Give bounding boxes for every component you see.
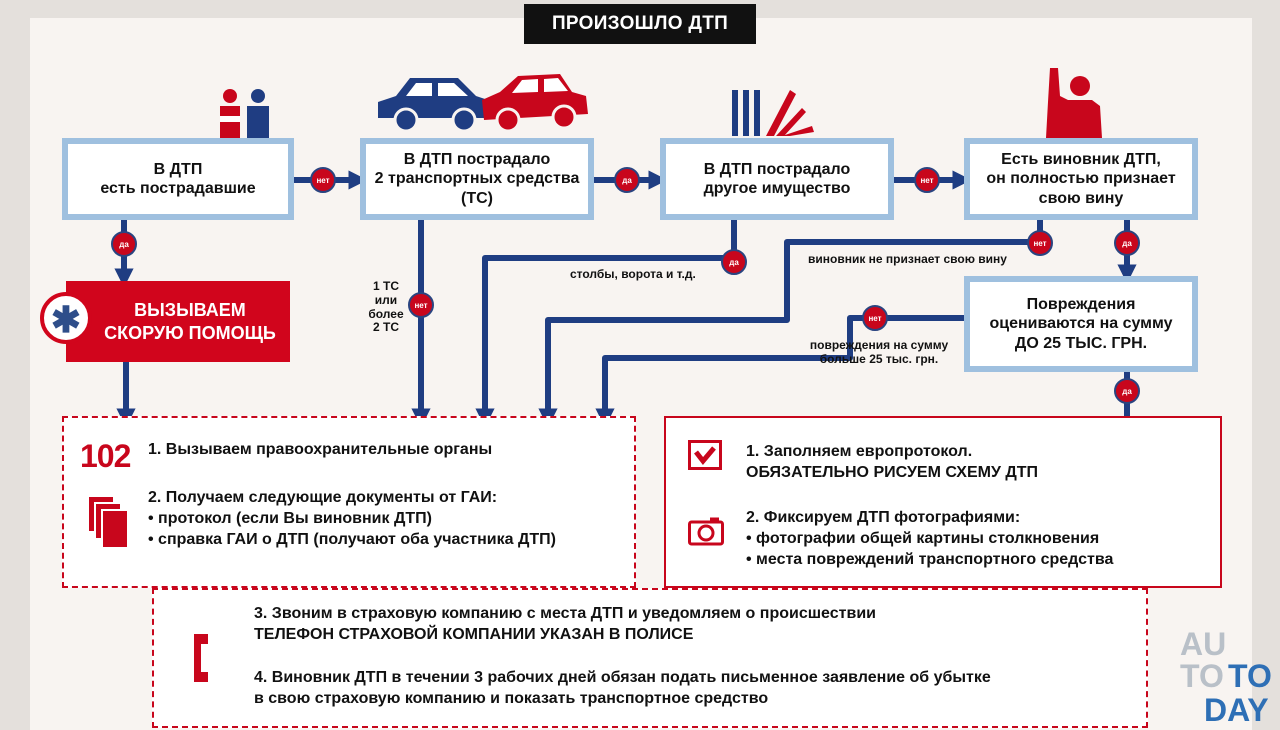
step-fill-europrotocol: 1. Заполняем европротокол. ОБЯЗАТЕЛЬНО Р… (746, 443, 1039, 481)
step-file-claim: 4. Виновник ДТП в течении 3 рабочих дней… (254, 669, 991, 707)
call-ambulance-box: ВЫЗЫВАЕМ СКОРУЮ ПОМОЩЬ (66, 281, 290, 362)
badge-no: нет (862, 305, 888, 331)
badge-no: нет (914, 167, 940, 193)
badge-yes: да (111, 231, 137, 257)
phone-icon (194, 634, 208, 682)
label-poles-gates: столбы, ворота и т.д. (570, 267, 696, 281)
badge-no: нет (310, 167, 336, 193)
watermark-au: AU (1180, 626, 1227, 662)
police-number: 102 (80, 438, 131, 474)
raised-hand-icon (1046, 68, 1102, 138)
insurance-steps-panel (152, 588, 1148, 728)
step-take-photos: 2. Фиксируем ДТП фотографиями: • фотогра… (746, 509, 1114, 568)
arrow-b5-panel (595, 315, 965, 428)
europrotocol-panel (664, 416, 1222, 588)
box-damage-under-25k: Повреждения оцениваются на сумму ДО 25 Т… (964, 276, 1198, 372)
box-injured: В ДТП есть пострадавшие (62, 138, 294, 220)
box-other-property: В ДТП пострадало другое имущество (660, 138, 894, 220)
checkmark-icon (688, 440, 722, 470)
property-damage-icon (732, 90, 814, 136)
box-two-vehicles: В ДТП пострадало 2 транспортных средства… (360, 138, 594, 220)
badge-yes: да (1114, 230, 1140, 256)
step-get-documents: 2. Получаем следующие документы от ГАИ: … (148, 489, 556, 548)
documents-icon (87, 495, 129, 549)
label-over-25k: повреждения на сумму больше 25 тыс. грн. (809, 338, 949, 366)
badge-yes: да (614, 167, 640, 193)
camera-icon (688, 517, 724, 546)
step-call-insurer: 3. Звоним в страховую компанию с места Д… (254, 605, 876, 643)
badge-no: нет (408, 292, 434, 318)
badge-yes: да (721, 249, 747, 275)
ambulance-star-icon: ✱ (40, 292, 92, 344)
watermark-to-2: TO (1228, 658, 1272, 694)
page-title: ПРОИЗОШЛО ДТП (524, 4, 756, 44)
step-call-police: 1. Вызываем правоохранительные органы (148, 441, 493, 458)
cars-icon (378, 74, 588, 133)
police-steps-panel (62, 416, 636, 588)
box-guilty-admits: Есть виновник ДТП, он полностью признает… (964, 138, 1198, 220)
label-vehicle-count: 1 ТС или более 2 ТС (368, 279, 404, 335)
badge-no: нет (1027, 230, 1053, 256)
label-not-admit-guilt: виновник не признает свою вину (808, 252, 1007, 266)
watermark-day: DAY (1204, 692, 1269, 728)
badge-yes: да (1114, 378, 1140, 404)
arrow-b3-panel (475, 220, 737, 428)
watermark-to-1: TO (1180, 658, 1224, 694)
